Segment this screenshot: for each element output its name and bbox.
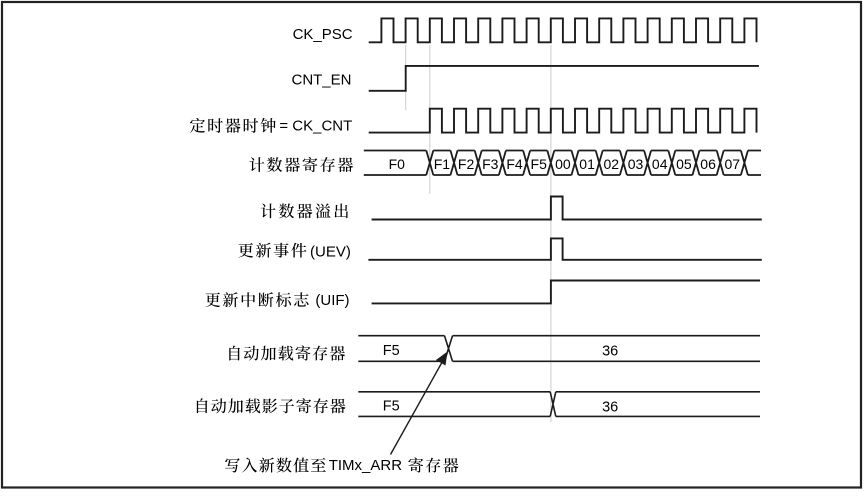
svg-text:F0: F0 [389,156,406,172]
svg-text:CK_PSC: CK_PSC [293,26,353,43]
svg-text:CNT_EN: CNT_EN [291,72,351,89]
svg-text:F5: F5 [383,343,400,359]
svg-text:36: 36 [602,344,618,360]
svg-text:00: 00 [555,156,571,172]
svg-text:F3: F3 [482,156,499,172]
svg-text:F5: F5 [383,399,400,415]
svg-text:36: 36 [602,400,618,416]
svg-text:(UIF): (UIF) [315,292,349,309]
svg-text:F2: F2 [458,156,475,172]
svg-text:F4: F4 [506,156,523,172]
svg-text:05: 05 [676,156,692,172]
svg-text:03: 03 [628,156,644,172]
svg-text:(UEV): (UEV) [310,243,351,260]
svg-text:02: 02 [604,156,620,172]
svg-text:F1: F1 [434,156,451,172]
svg-text:TIMx_ARR: TIMx_ARR [329,457,403,474]
svg-text:F5: F5 [531,156,548,172]
svg-text:01: 01 [579,156,595,172]
svg-text:= CK_CNT: = CK_CNT [279,118,352,135]
svg-text:06: 06 [700,156,716,172]
svg-text:07: 07 [725,156,741,172]
svg-text:04: 04 [652,156,668,172]
